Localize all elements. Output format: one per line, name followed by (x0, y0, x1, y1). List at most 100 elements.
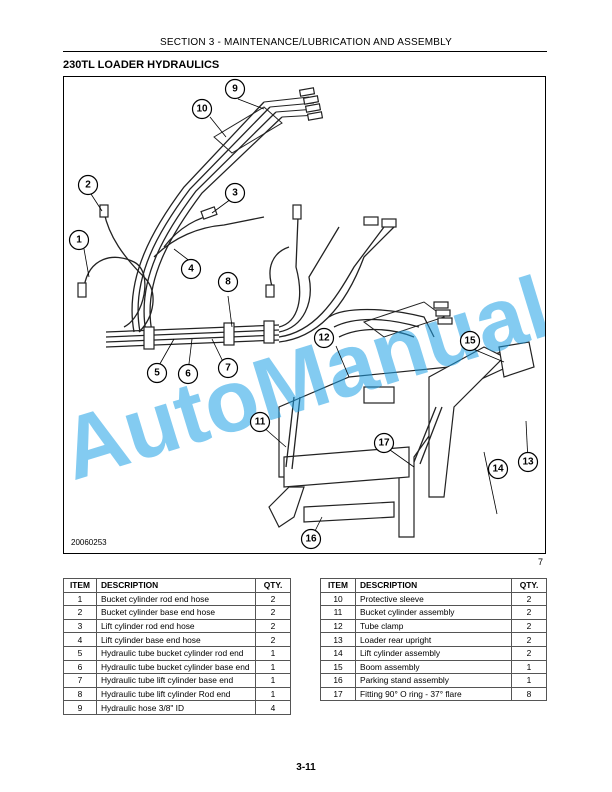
column-header-item: ITEM (63, 578, 97, 593)
hydraulic-tubes (105, 320, 280, 350)
svg-text:16: 16 (305, 534, 317, 545)
cell-description: Hydraulic tube lift cylinder base end (96, 673, 256, 688)
cell-item: 13 (320, 632, 356, 647)
cell-qty: 1 (255, 659, 291, 675)
column-header-description: DESCRIPTION (355, 578, 512, 593)
cell-qty: 1 (511, 659, 547, 675)
column-header-qty: QTY. (511, 578, 547, 593)
column-header-item: ITEM (320, 578, 356, 593)
cell-item: 4 (63, 632, 97, 647)
svg-text:5: 5 (154, 368, 160, 379)
svg-text:9: 9 (232, 84, 238, 95)
svg-text:2: 2 (85, 180, 91, 191)
hydraulics-diagram: AutoManual 1 2 3 4 5 6 7 8 (64, 78, 545, 550)
svg-text:10: 10 (196, 104, 208, 115)
cell-description: Hydraulic tube bucket cylinder base end (96, 659, 256, 675)
callout-11: 11 (249, 411, 271, 433)
callout-15: 15 (459, 330, 481, 352)
cell-description: Hydraulic hose 3/8" ID (96, 700, 256, 715)
figure-id: 20060253 (71, 538, 107, 547)
svg-text:1: 1 (76, 235, 82, 246)
cell-qty: 2 (255, 605, 291, 620)
cell-qty: 2 (255, 591, 291, 607)
callout-7: 7 (217, 357, 239, 379)
cell-description: Lift cylinder assembly (355, 645, 512, 661)
page-number: 3-11 (296, 762, 316, 773)
cell-description: Boom assembly (355, 659, 512, 675)
loader-frame (268, 301, 535, 538)
cell-item: 1 (63, 591, 97, 607)
callout-13: 13 (517, 451, 539, 473)
cell-description: Loader rear upright (355, 632, 512, 647)
callout-1: 1 (68, 229, 90, 251)
cell-qty: 2 (511, 645, 547, 661)
svg-text:13: 13 (522, 457, 534, 468)
cell-qty: 1 (511, 673, 547, 688)
cell-qty: 2 (511, 605, 547, 620)
cell-description: Protective sleeve (355, 591, 512, 607)
svg-text:11: 11 (255, 417, 266, 428)
svg-text:3: 3 (232, 188, 238, 199)
callout-12: 12 (313, 327, 335, 349)
svg-text:4: 4 (188, 264, 194, 275)
cell-qty: 4 (255, 700, 291, 715)
cell-description: Bucket cylinder assembly (355, 605, 512, 620)
cell-qty: 2 (255, 618, 291, 634)
svg-text:15: 15 (464, 336, 476, 347)
cell-item: 7 (63, 673, 97, 688)
cell-qty: 1 (255, 645, 291, 661)
cell-item: 14 (320, 645, 356, 661)
callout-16: 16 (300, 528, 322, 550)
page-title: 230TL LOADER HYDRAULICS (63, 59, 220, 71)
cell-description: Tube clamp (355, 618, 512, 634)
figure-number: 7 (538, 557, 544, 567)
cell-qty: 2 (511, 618, 547, 634)
cell-qty: 2 (511, 632, 547, 647)
cell-description: Bucket cylinder rod end hose (96, 591, 256, 607)
callout-10: 10 (191, 98, 213, 120)
cell-item: 6 (63, 659, 97, 675)
cell-item: 12 (320, 618, 356, 634)
cell-qty: 2 (255, 632, 291, 647)
cell-item: 15 (320, 659, 356, 675)
callout-5: 5 (146, 362, 168, 384)
svg-text:7: 7 (225, 363, 231, 374)
cell-item: 3 (63, 618, 97, 634)
callout-17: 17 (373, 432, 395, 454)
cell-description: Fitting 90° O ring - 37° flare (355, 686, 512, 702)
column-header-description: DESCRIPTION (96, 578, 256, 593)
table-header-row: ITEM DESCRIPTION QTY. (63, 578, 291, 593)
cell-qty: 1 (255, 673, 291, 688)
cell-description: Hydraulic tube bucket cylinder rod end (96, 645, 256, 661)
svg-text:12: 12 (318, 333, 330, 344)
hydraulics-figure: AutoManual 1 2 3 4 5 6 7 8 (63, 76, 546, 554)
cell-item: 8 (63, 686, 97, 702)
cell-qty: 8 (511, 686, 547, 702)
cell-item: 11 (320, 605, 356, 620)
section-header: SECTION 3 - MAINTENANCE/LUBRICATION AND … (159, 37, 453, 48)
callout-9: 9 (224, 78, 246, 100)
svg-text:8: 8 (225, 277, 231, 288)
table-header-row: ITEM DESCRIPTION QTY. (320, 578, 547, 593)
cell-item: 5 (63, 645, 97, 661)
callout-2: 2 (77, 174, 99, 196)
callout-4: 4 (180, 258, 202, 280)
cell-qty: 2 (511, 591, 547, 607)
